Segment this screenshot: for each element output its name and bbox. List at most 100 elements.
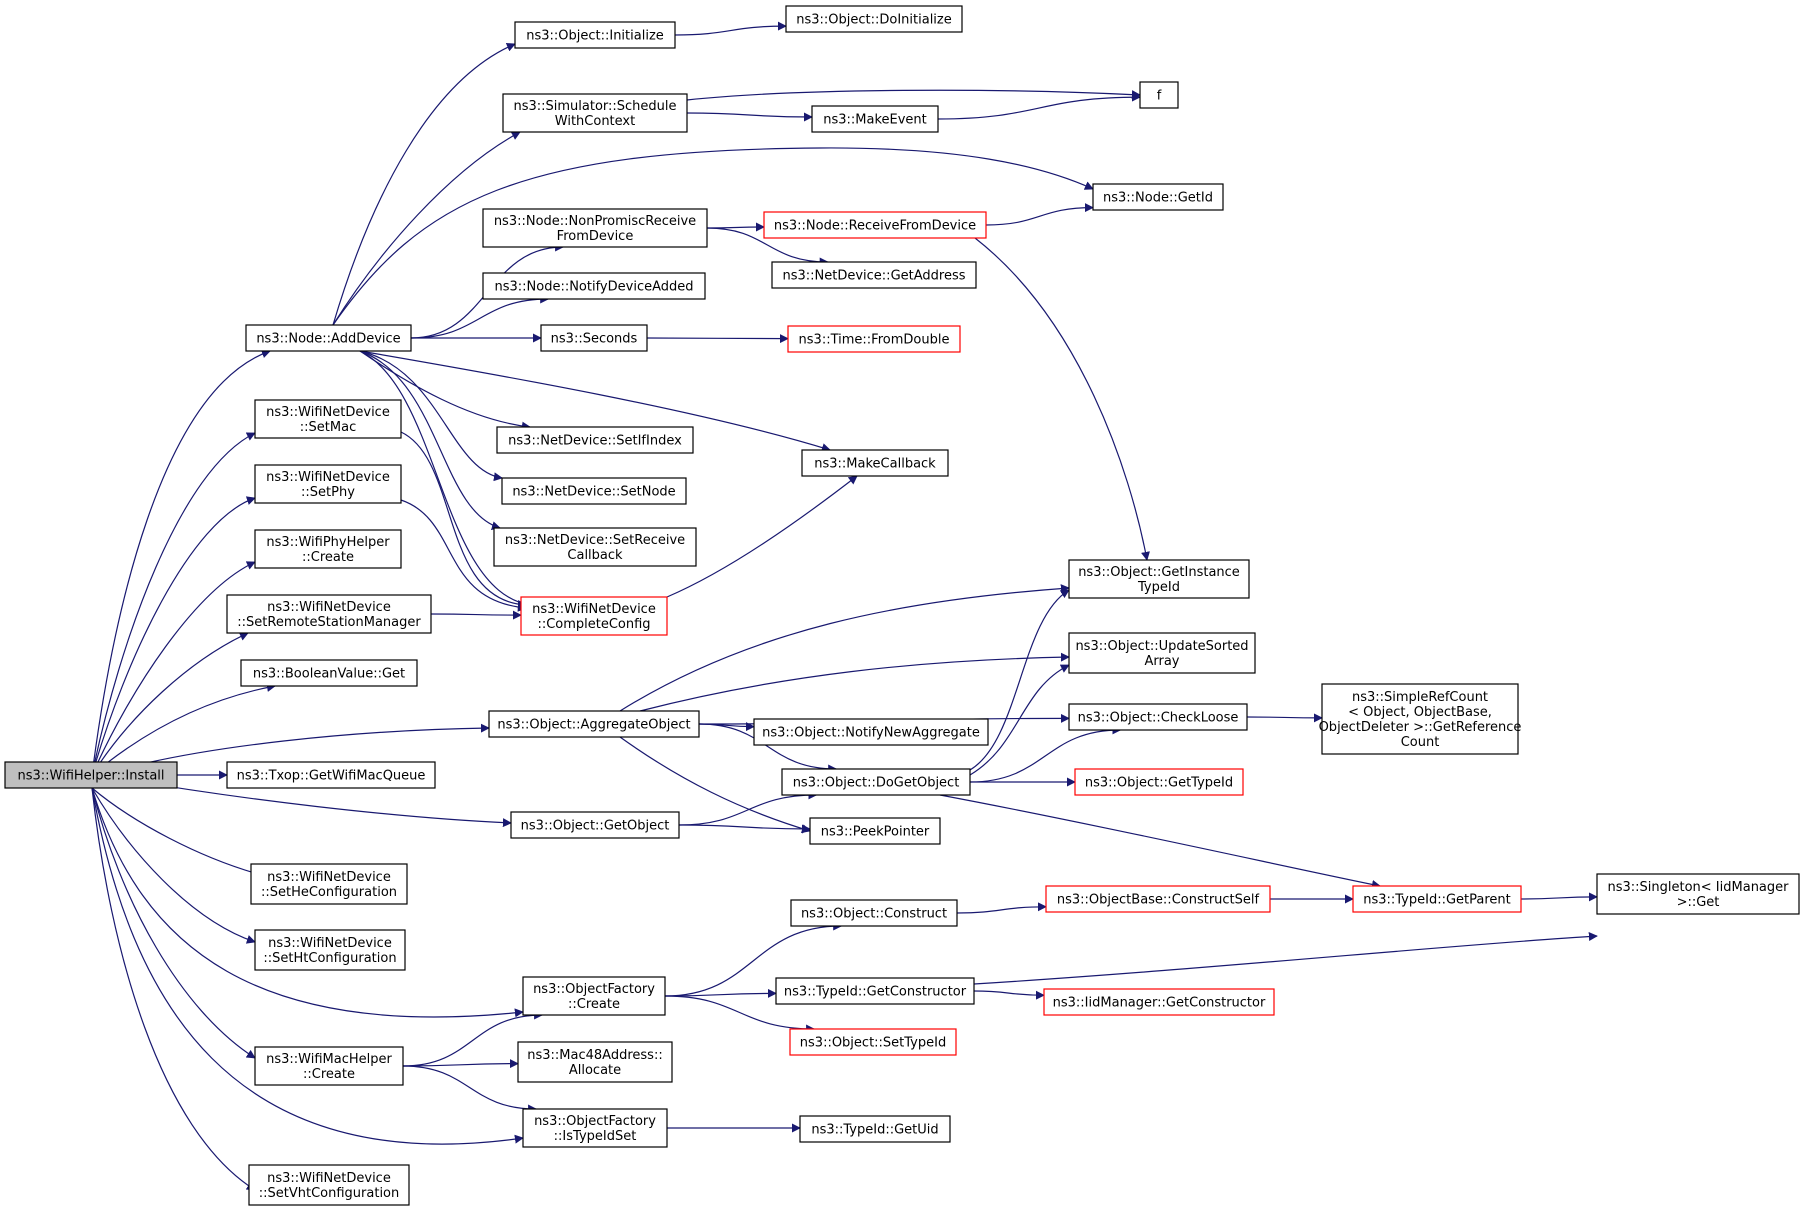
node-box[interactable] <box>771 261 977 289</box>
node-box[interactable] <box>1352 885 1522 913</box>
node-box[interactable] <box>753 718 989 746</box>
node-box[interactable] <box>809 817 941 845</box>
node-box[interactable] <box>1074 768 1244 796</box>
node-initialize[interactable]: ns3::Object::Initialize <box>514 21 676 49</box>
node-box[interactable] <box>240 659 418 687</box>
node-objectconstruct[interactable]: ns3::Object::Construct <box>790 899 958 927</box>
node-mac48allocate[interactable]: ns3::Mac48Address::Allocate <box>517 1041 673 1083</box>
node-box[interactable] <box>799 1115 951 1143</box>
node-box[interactable] <box>1092 183 1224 211</box>
node-box[interactable] <box>789 1028 957 1056</box>
node-getwifimacqueue[interactable]: ns3::Txop::GetWifiMacQueue <box>226 761 436 789</box>
node-getaddress[interactable]: ns3::NetDevice::GetAddress <box>771 261 977 289</box>
node-setvht[interactable]: ns3::WifiNetDevice::SetVhtConfiguration <box>248 1164 410 1206</box>
node-box[interactable] <box>520 596 668 636</box>
node-phyhelpercreate[interactable]: ns3::WifiPhyHelper::Create <box>254 529 402 569</box>
node-setifindex[interactable]: ns3::NetDevice::SetIfIndex <box>496 426 694 454</box>
node-box[interactable] <box>501 477 687 505</box>
node-settypeid[interactable]: ns3::Object::SetTypeId <box>789 1028 957 1056</box>
node-factorycreate[interactable]: ns3::ObjectFactory::Create <box>522 976 666 1016</box>
node-f[interactable]: f <box>1139 81 1179 109</box>
node-getobject[interactable]: ns3::Object::GetObject <box>510 811 680 839</box>
node-box[interactable] <box>540 324 648 352</box>
node-box[interactable] <box>522 1108 668 1148</box>
node-box[interactable] <box>1321 683 1519 755</box>
node-machelpercreate[interactable]: ns3::WifiMacHelper::Create <box>254 1046 404 1086</box>
node-box[interactable] <box>254 1046 404 1086</box>
node-sethe[interactable]: ns3::WifiNetDevice::SetHeConfiguration <box>250 863 408 905</box>
node-box[interactable] <box>226 594 432 634</box>
node-setphy[interactable]: ns3::WifiNetDevice::SetPhy <box>254 464 402 504</box>
node-box[interactable] <box>811 105 939 133</box>
node-box[interactable] <box>254 464 402 504</box>
node-istypeidset[interactable]: ns3::ObjectFactory::IsTypeIdSet <box>522 1108 668 1148</box>
node-box[interactable] <box>488 710 700 738</box>
node-gettypeid[interactable]: ns3::Object::GetTypeId <box>1074 768 1244 796</box>
node-box[interactable] <box>1596 873 1800 915</box>
node-adddevice[interactable]: ns3::Node::AddDevice <box>245 324 412 352</box>
node-box[interactable] <box>785 5 963 33</box>
node-box[interactable] <box>482 208 708 248</box>
node-box[interactable] <box>254 399 402 439</box>
node-box[interactable] <box>254 529 402 569</box>
node-box[interactable] <box>245 324 412 352</box>
node-simplerefcount[interactable]: ns3::SimpleRefCount< Object, ObjectBase,… <box>1319 683 1522 755</box>
node-peekpointer[interactable]: ns3::PeekPointer <box>809 817 941 845</box>
node-setnode[interactable]: ns3::NetDevice::SetNode <box>501 477 687 505</box>
node-box[interactable] <box>502 93 688 133</box>
node-getparent[interactable]: ns3::TypeId::GetParent <box>1352 885 1522 913</box>
node-install[interactable]: ns3::WifiHelper::Install <box>4 761 178 789</box>
node-box[interactable] <box>1043 988 1275 1016</box>
node-getid[interactable]: ns3::Node::GetId <box>1092 183 1224 211</box>
node-box[interactable] <box>493 527 697 567</box>
node-notifynewaggregate[interactable]: ns3::Object::NotifyNewAggregate <box>753 718 989 746</box>
node-completeconfig[interactable]: ns3::WifiNetDevice::CompleteConfig <box>520 596 668 636</box>
node-setmac[interactable]: ns3::WifiNetDevice::SetMac <box>254 399 402 439</box>
node-dogetobject[interactable]: ns3::Object::DoGetObject <box>781 768 971 796</box>
node-iidgetconstructor[interactable]: ns3::IidManager::GetConstructor <box>1043 988 1275 1016</box>
node-seconds[interactable]: ns3::Seconds <box>540 324 648 352</box>
node-box[interactable] <box>254 929 406 971</box>
node-box[interactable] <box>1045 885 1271 913</box>
node-box[interactable] <box>510 811 680 839</box>
node-box[interactable] <box>1068 559 1250 599</box>
node-makeevent[interactable]: ns3::MakeEvent <box>811 105 939 133</box>
node-makecallback[interactable]: ns3::MakeCallback <box>801 449 949 477</box>
node-box[interactable] <box>514 21 676 49</box>
node-box[interactable] <box>1139 81 1179 109</box>
node-box[interactable] <box>517 1041 673 1083</box>
node-checkloose[interactable]: ns3::Object::CheckLoose <box>1068 703 1248 731</box>
node-getconstructor[interactable]: ns3::TypeId::GetConstructor <box>775 977 975 1005</box>
node-getuid[interactable]: ns3::TypeId::GetUid <box>799 1115 951 1143</box>
node-constructself[interactable]: ns3::ObjectBase::ConstructSelf <box>1045 885 1271 913</box>
node-box[interactable] <box>522 976 666 1016</box>
node-box[interactable] <box>1068 632 1256 674</box>
node-box[interactable] <box>781 768 971 796</box>
node-aggregateobject[interactable]: ns3::Object::AggregateObject <box>488 710 700 738</box>
node-box[interactable] <box>482 272 706 300</box>
node-box[interactable] <box>496 426 694 454</box>
node-setremotestationmanager[interactable]: ns3::WifiNetDevice::SetRemoteStationMana… <box>226 594 432 634</box>
node-box[interactable] <box>763 211 987 239</box>
node-fromdouble[interactable]: ns3::Time::FromDouble <box>787 325 961 353</box>
node-box[interactable] <box>4 761 178 789</box>
node-box[interactable] <box>790 899 958 927</box>
node-setht[interactable]: ns3::WifiNetDevice::SetHtConfiguration <box>254 929 406 971</box>
node-doinitialize[interactable]: ns3::Object::DoInitialize <box>785 5 963 33</box>
node-box[interactable] <box>1068 703 1248 731</box>
node-box[interactable] <box>801 449 949 477</box>
node-notifydeviceadded[interactable]: ns3::Node::NotifyDeviceAdded <box>482 272 706 300</box>
node-box[interactable] <box>775 977 975 1005</box>
node-receivefromdevice[interactable]: ns3::Node::ReceiveFromDevice <box>763 211 987 239</box>
node-box[interactable] <box>787 325 961 353</box>
node-singletonget[interactable]: ns3::Singleton< IidManager >::Get <box>1596 873 1800 915</box>
node-box[interactable] <box>250 863 408 905</box>
node-booleanvalueget[interactable]: ns3::BooleanValue::Get <box>240 659 418 687</box>
node-box[interactable] <box>226 761 436 789</box>
node-box[interactable] <box>248 1164 410 1206</box>
